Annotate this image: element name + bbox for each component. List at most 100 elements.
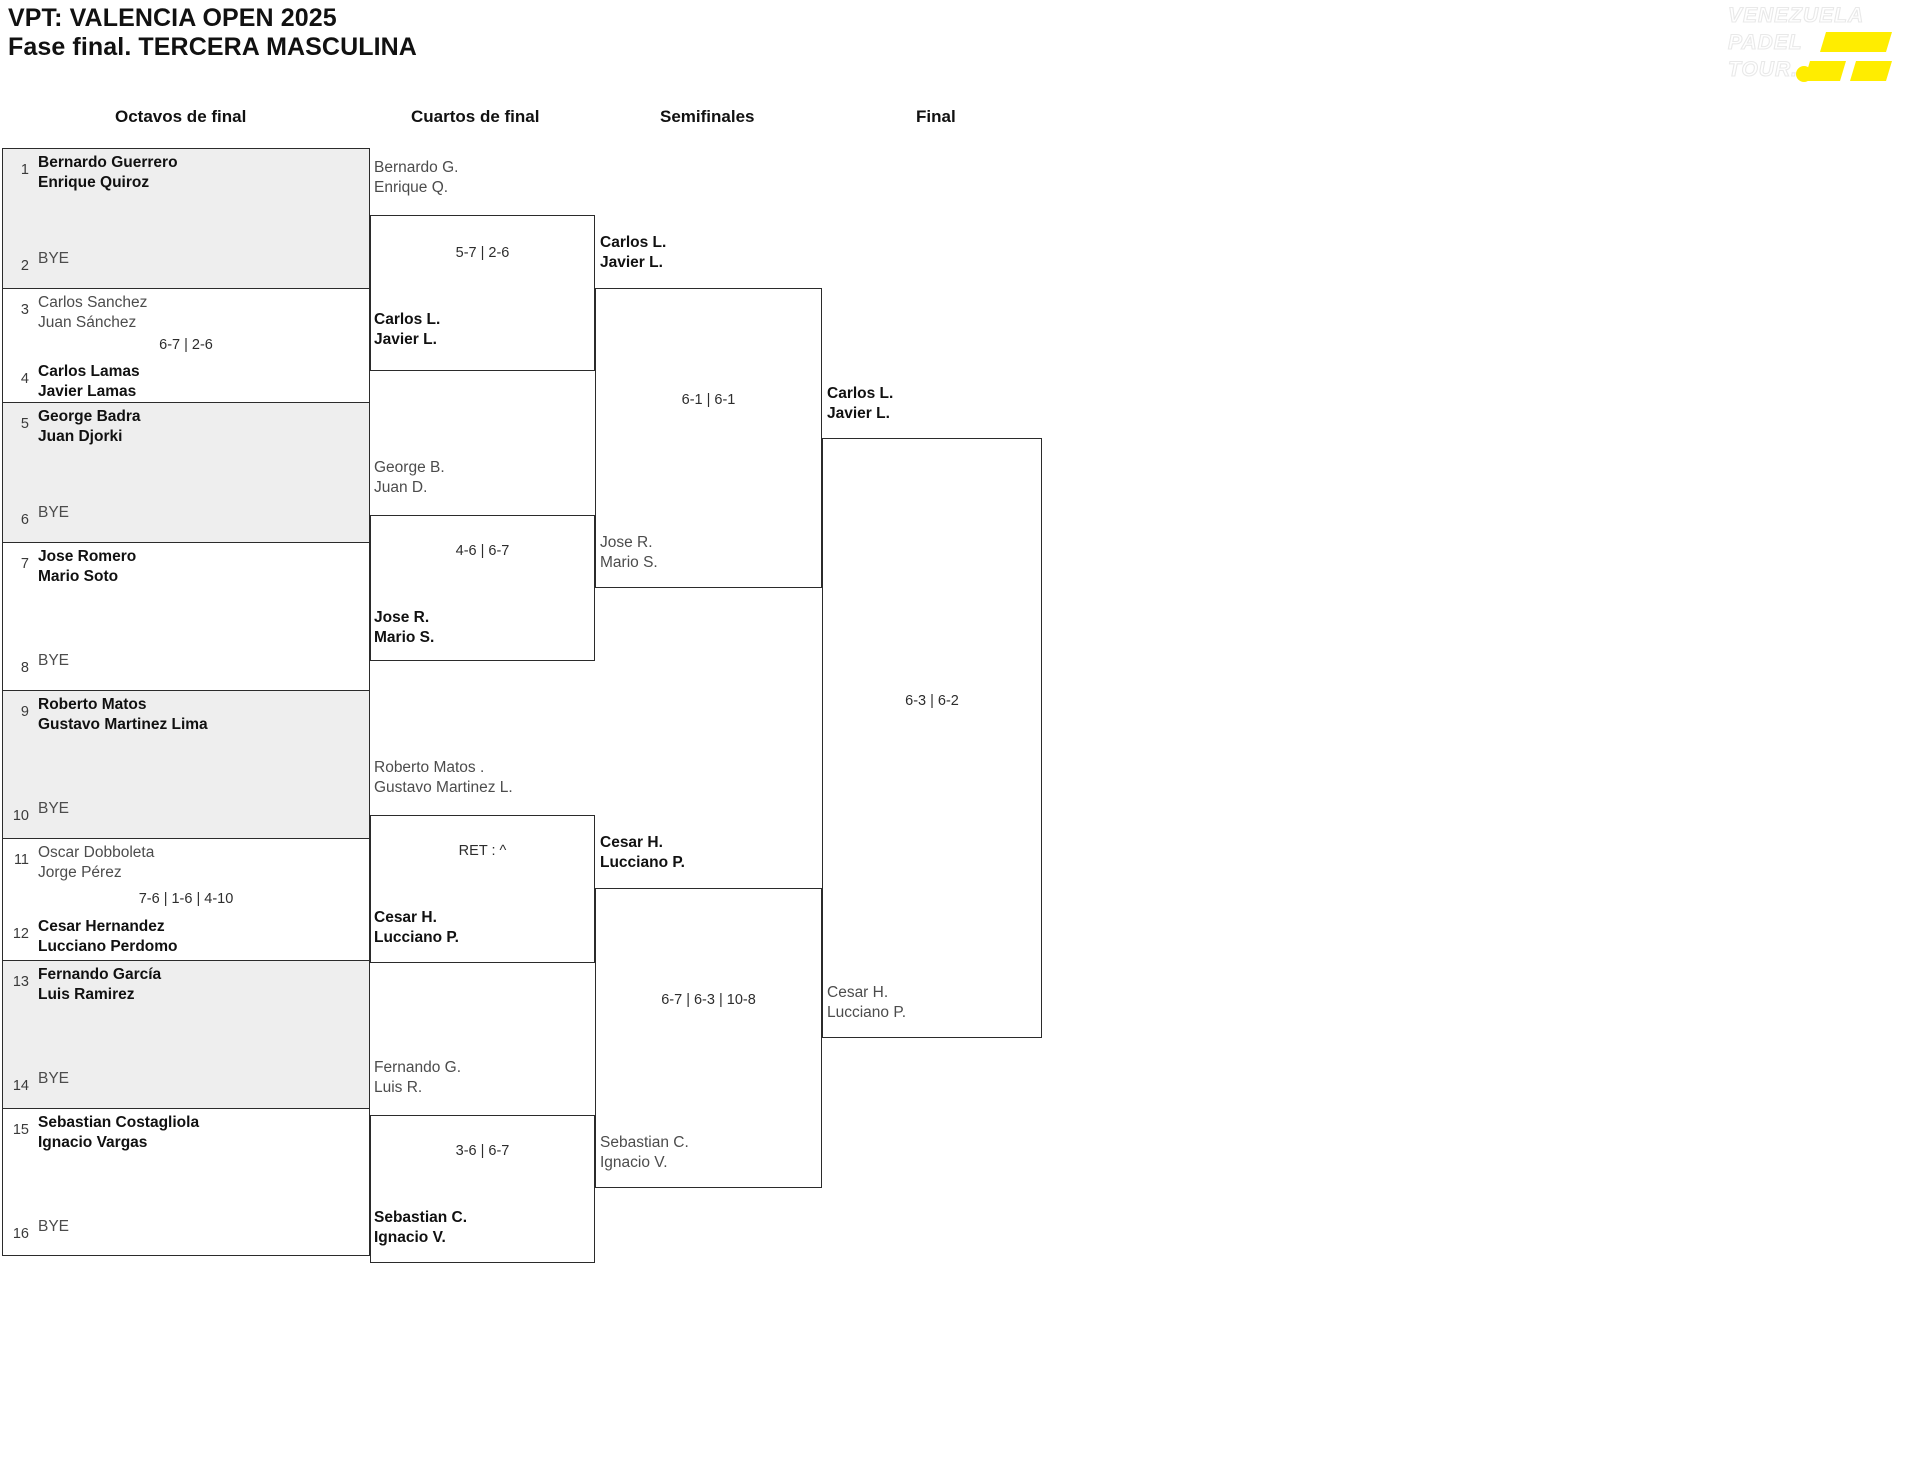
- logo-artwork: VENEZUELA PADEL TOUR.: [1727, 3, 1892, 82]
- qf3-connector[interactable]: [370, 815, 595, 963]
- seed-number: 8: [20, 660, 29, 676]
- logo-text-venezuela: VENEZUELA: [1728, 4, 1864, 27]
- player-name-2: Lucciano P.: [600, 853, 685, 871]
- qf4-score: 3-6 | 6-7: [455, 1143, 510, 1159]
- final-connector[interactable]: [822, 438, 1042, 1038]
- player-name-2: Gustavo Martinez L.: [374, 778, 513, 796]
- sf2-score: 6-7 | 6-3 | 10-8: [661, 992, 756, 1008]
- round1-slot-12: 12 Cesar Hernandez Lucciano Perdomo: [3, 917, 369, 956]
- player-name-1: Sebastian C.: [374, 1209, 468, 1226]
- round1-match-4[interactable]: 7 Jose Romero Mario Soto 8 BYE: [2, 542, 370, 690]
- round1-slot-3: 3 Carlos Sanchez Juan Sánchez: [3, 293, 369, 332]
- qf1-top-team: Bernardo G. Enrique Q.: [374, 158, 458, 197]
- round-header-octavos: Octavos de final: [115, 107, 247, 126]
- round1-slot-6: 6 BYE: [3, 503, 369, 528]
- round1-slot-8: 8 BYE: [3, 651, 369, 676]
- player-name-1: Oscar Dobboleta: [38, 844, 155, 861]
- player-name-2: Javier Lamas: [38, 382, 137, 400]
- player-name-2: Luis Ramirez: [38, 985, 135, 1003]
- round1-slot-14: 14 BYE: [3, 1069, 369, 1094]
- player-name-1: Jose Romero: [38, 548, 137, 565]
- round1-slot-9: 9 Roberto Matos Gustavo Martinez Lima: [3, 695, 369, 734]
- player-name-2: Javier L.: [374, 330, 437, 348]
- player-name-2: Enrique Quiroz: [38, 173, 150, 191]
- player-pair: Sebastian Costagliola Ignacio Vargas: [29, 1113, 199, 1152]
- player-name-2: Enrique Q.: [374, 178, 449, 196]
- final-score: 6-3 | 6-2: [905, 693, 959, 709]
- player-name-1: Carlos L.: [600, 234, 667, 251]
- round1-match-5[interactable]: 9 Roberto Matos Gustavo Martinez Lima 10…: [2, 690, 370, 838]
- round1-score: 7-6 | 1-6 | 4-10: [138, 891, 234, 907]
- round1-match-6[interactable]: 11 Oscar Dobboleta Jorge Pérez 7-6 | 1-6…: [2, 838, 370, 960]
- sf1-bottom-team: Jose R. Mario S.: [600, 533, 658, 572]
- qf2-connector[interactable]: [370, 515, 595, 661]
- player-pair: Bernardo Guerrero Enrique Quiroz: [29, 153, 178, 192]
- player-pair: George Badra Juan Djorki: [29, 407, 141, 446]
- bye-label: BYE: [38, 1070, 70, 1087]
- sf1-connector[interactable]: [595, 288, 822, 588]
- player-name-1: Carlos L.: [374, 311, 441, 328]
- player-name-1: George Badra: [38, 408, 141, 425]
- bye-label: BYE: [38, 1218, 70, 1235]
- round1-slot-10: 10 BYE: [3, 799, 369, 824]
- round1-match-3[interactable]: 5 George Badra Juan Djorki 6 BYE: [2, 402, 370, 542]
- round1-slot-1: 1 Bernardo Guerrero Enrique Quiroz: [3, 153, 369, 192]
- seed-number: 15: [12, 1122, 29, 1138]
- player-name-2: Mario S.: [374, 628, 435, 646]
- player-name-1: Sebastian Costagliola: [38, 1114, 200, 1131]
- final-top-team: Carlos L. Javier L.: [827, 384, 893, 423]
- player-name-2: Luis R.: [374, 1078, 423, 1096]
- sf2-connector[interactable]: [595, 888, 822, 1188]
- seed-number: 5: [20, 416, 29, 432]
- seed-number: 12: [12, 926, 29, 942]
- round1-score: 6-7 | 2-6: [159, 337, 213, 353]
- page-title: VPT: VALENCIA OPEN 2025 Fase final. TERC…: [8, 4, 417, 62]
- seed-number: 16: [12, 1226, 29, 1242]
- player-pair: Jose Romero Mario Soto: [29, 547, 136, 586]
- player-name-2: Juan Djorki: [38, 427, 123, 445]
- round1-match-1[interactable]: 1 Bernardo Guerrero Enrique Quiroz 2 BYE: [2, 148, 370, 288]
- player-name-2: Lucciano Perdomo: [38, 937, 178, 955]
- player-name-1: Roberto Matos: [38, 696, 147, 713]
- qf4-top-team: Fernando G. Luis R.: [374, 1058, 461, 1097]
- seed-number: 10: [12, 808, 29, 824]
- round1-slot-7: 7 Jose Romero Mario Soto: [3, 547, 369, 586]
- round1-match-7[interactable]: 13 Fernando García Luis Ramirez 14 BYE: [2, 960, 370, 1108]
- player-name-1: Bernardo Guerrero: [38, 154, 178, 171]
- player-name-2: Mario Soto: [38, 567, 119, 585]
- round1-match-2[interactable]: 3 Carlos Sanchez Juan Sánchez 6-7 | 2-6 …: [2, 288, 370, 402]
- player-name-1: Carlos L.: [827, 385, 894, 402]
- player-name-2: Juan D.: [374, 478, 428, 496]
- round1-slot-2: 2 BYE: [3, 249, 369, 274]
- player-name-1: Cesar Hernandez: [38, 918, 165, 935]
- seed-number: 14: [12, 1078, 29, 1094]
- player-pair: Cesar Hernandez Lucciano Perdomo: [29, 917, 178, 956]
- logo-text-tour: TOUR.: [1728, 58, 1798, 81]
- title-line-1: VPT: VALENCIA OPEN 2025: [8, 4, 337, 32]
- qf1-connector[interactable]: [370, 215, 595, 371]
- player-name-1: Fernando García: [38, 966, 162, 983]
- player-name-1: Cesar H.: [600, 834, 663, 851]
- logo-text-padel: PADEL: [1728, 31, 1803, 54]
- player-name-2: Javier L.: [600, 253, 663, 271]
- title-line-2: Fase final. TERCERA MASCULINA: [8, 33, 417, 61]
- qf4-bottom-team: Sebastian C. Ignacio V.: [374, 1208, 467, 1247]
- player-name-2: Ignacio Vargas: [38, 1133, 148, 1151]
- qf2-bottom-team: Jose R. Mario S.: [374, 608, 434, 647]
- seed-number: 6: [20, 512, 29, 528]
- round1-match-8[interactable]: 15 Sebastian Costagliola Ignacio Vargas …: [2, 1108, 370, 1256]
- qf2-top-team: George B. Juan D.: [374, 458, 445, 497]
- bye-label: BYE: [38, 800, 70, 817]
- round1-column: 1 Bernardo Guerrero Enrique Quiroz 2 BYE…: [2, 148, 370, 1256]
- qf4-connector[interactable]: [370, 1115, 595, 1263]
- seed-number: 9: [20, 704, 29, 720]
- round1-slot-16: 16 BYE: [3, 1217, 369, 1242]
- player-name-1: Fernando G.: [374, 1059, 462, 1076]
- round1-slot-5: 5 George Badra Juan Djorki: [3, 407, 369, 446]
- venezuela-padel-tour-logo: VENEZUELA PADEL TOUR.: [1722, 2, 1902, 88]
- qf1-bottom-team: Carlos L. Javier L.: [374, 310, 440, 349]
- player-name-2: Lucciano P.: [374, 928, 459, 946]
- round1-slot-4: 4 Carlos Lamas Javier Lamas: [3, 362, 369, 401]
- player-name-1: Bernardo G.: [374, 159, 459, 176]
